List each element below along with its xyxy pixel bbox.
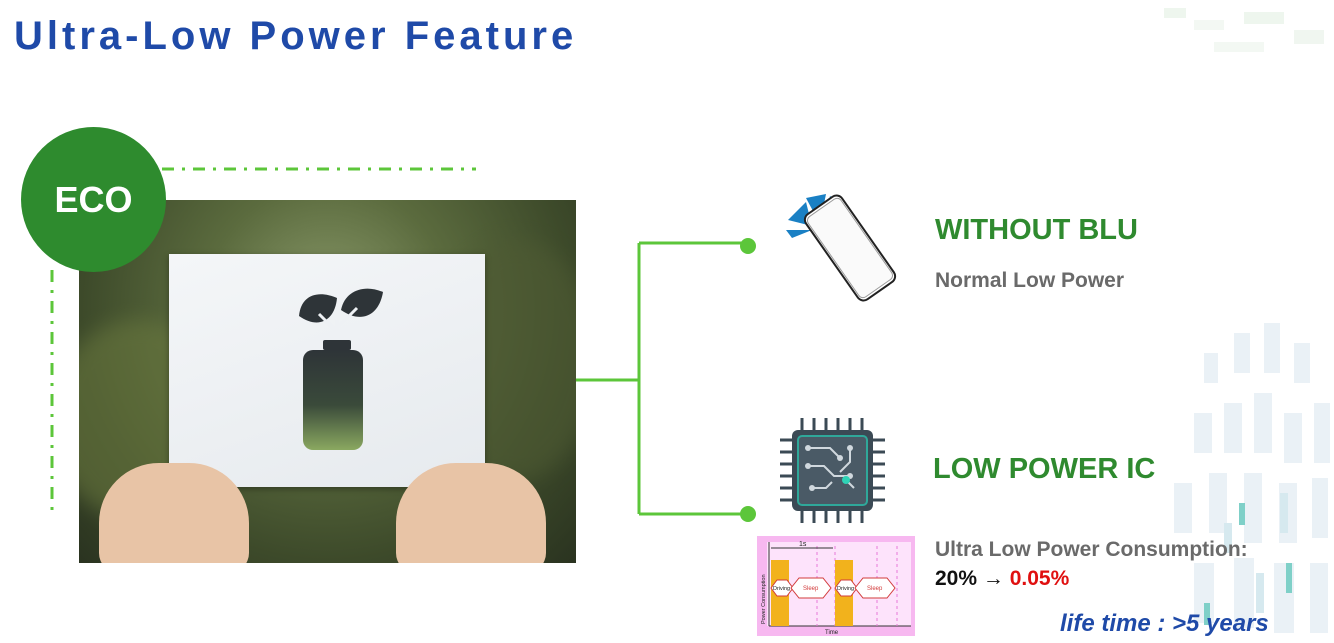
chart-x-label: Time xyxy=(825,630,839,636)
feature-subtitle-ultra-low-power: Ultra Low Power Consumption: xyxy=(935,538,1248,561)
arrow-icon: → xyxy=(982,567,1004,590)
right-hand xyxy=(396,463,546,563)
connector-dot-top xyxy=(740,238,756,254)
life-time-text: life time : >5 years xyxy=(1060,610,1269,637)
chart-phase-sleep-1: Sleep xyxy=(803,586,819,592)
chart-phase-driving-1: Driving xyxy=(773,586,790,592)
consumption-from: 20% xyxy=(935,567,978,590)
chip-icon xyxy=(780,418,885,523)
chart-y-label: Power Consumption xyxy=(761,574,767,624)
chart-period-label: 1s xyxy=(799,541,807,548)
power-consumption-mini-chart: 1s Driving Sleep Driving Sleep Time Powe… xyxy=(757,536,915,636)
feature-heading-low-power-ic: LOW POWER IC xyxy=(933,453,1156,485)
paper-cutout xyxy=(169,254,485,487)
feature-subtitle-normal-low-power: Normal Low Power xyxy=(935,269,1125,292)
page-title: Ultra-Low Power Feature xyxy=(14,14,578,58)
eco-photo xyxy=(79,200,576,563)
consumption-to: 0.05% xyxy=(1009,567,1070,590)
consumption-values: 20% → 0.05% xyxy=(935,567,1069,591)
phone-icon xyxy=(786,194,897,302)
decorative-pattern-bottom xyxy=(1174,323,1330,633)
connector-dot-bottom xyxy=(740,506,756,522)
chart-phase-driving-2: Driving xyxy=(837,586,854,592)
decorative-pattern-top xyxy=(1164,8,1324,52)
chart-phase-sleep-2: Sleep xyxy=(867,586,883,592)
battery-leaf-icon xyxy=(299,288,383,450)
eco-badge: ECO xyxy=(21,127,166,272)
left-hand xyxy=(99,463,249,563)
feature-heading-without-blu: WITHOUT BLU xyxy=(935,214,1138,246)
